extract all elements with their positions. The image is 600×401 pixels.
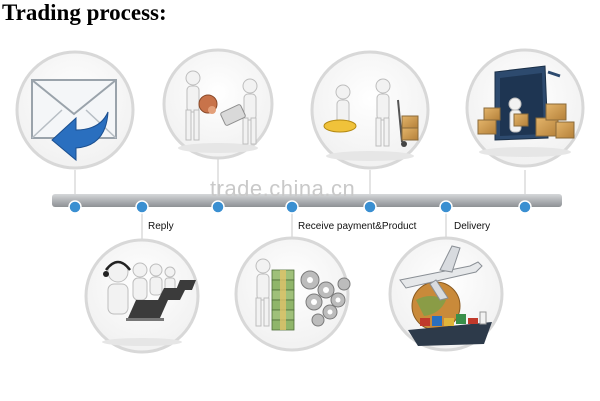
plane-ship-globe-icon (388, 236, 504, 352)
step-label-receive-payment: Receive payment&Product (298, 221, 417, 232)
timeline-nodes (68, 200, 532, 214)
shipping-container-icon (465, 48, 585, 168)
support-team-icon (84, 238, 200, 354)
deposit-figures-icon (310, 50, 430, 170)
step-label-delivery: Delivery (454, 221, 491, 232)
page-title: Trading process: (2, 0, 167, 25)
watermark-text: trade.china.cn (210, 176, 356, 201)
step-label-reply: Reply (148, 221, 174, 232)
handshake-figures-icon (162, 48, 274, 160)
timeline-bar (52, 194, 562, 207)
envelope-reply-icon (15, 50, 135, 170)
money-gears-icon (234, 236, 351, 352)
